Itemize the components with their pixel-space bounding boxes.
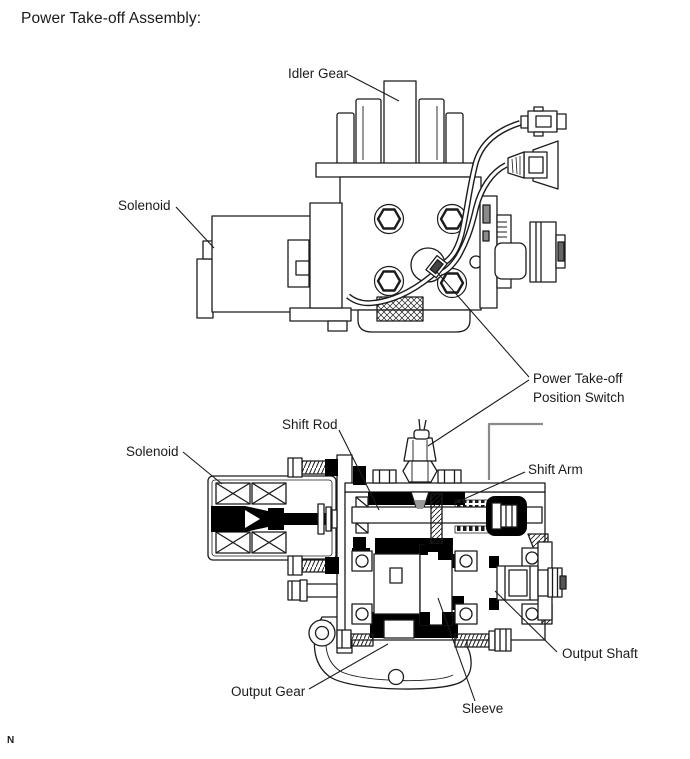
shift-arm-shape (430, 493, 443, 545)
base-bolts (308, 619, 512, 652)
label-solenoid-lower: Solenoid (126, 444, 179, 459)
leader-lines (175, 73, 558, 702)
label-idler-gear: Idler Gear (288, 66, 349, 81)
mounting-bolts (287, 457, 339, 602)
connector-square (507, 140, 559, 190)
output-shaft-shape (496, 533, 567, 625)
upper-output-shaft-shape (479, 195, 566, 309)
upper-assembly-illustration (196, 80, 567, 333)
label-shift-rod: Shift Rod (282, 417, 338, 432)
wire-clamp (425, 254, 448, 279)
label-position-switch: Power Take-off Position Switch (533, 369, 625, 407)
label-sleeve: Sleeve (462, 701, 504, 716)
label-output-gear: Output Gear (231, 684, 306, 699)
shift-arm-spring (454, 496, 527, 536)
label-position-switch-line2: Position Switch (533, 390, 625, 405)
connector-round (520, 106, 567, 137)
lower-solenoid-shape (207, 475, 338, 561)
label-solenoid-upper: Solenoid (118, 198, 171, 213)
upper-solenoid-shape (196, 202, 352, 332)
lower-assembly-illustration (207, 418, 567, 690)
wire-harness (346, 120, 521, 307)
label-shift-arm: Shift Arm (528, 462, 583, 477)
label-position-switch-line1: Power Take-off (533, 371, 623, 386)
page-footnote-marker: N (7, 735, 15, 746)
label-output-shaft: Output Shaft (562, 646, 638, 661)
position-switch-shape (402, 418, 438, 509)
breather-pipe (487, 422, 543, 480)
page-title: Power Take-off Assembly: (21, 10, 202, 27)
